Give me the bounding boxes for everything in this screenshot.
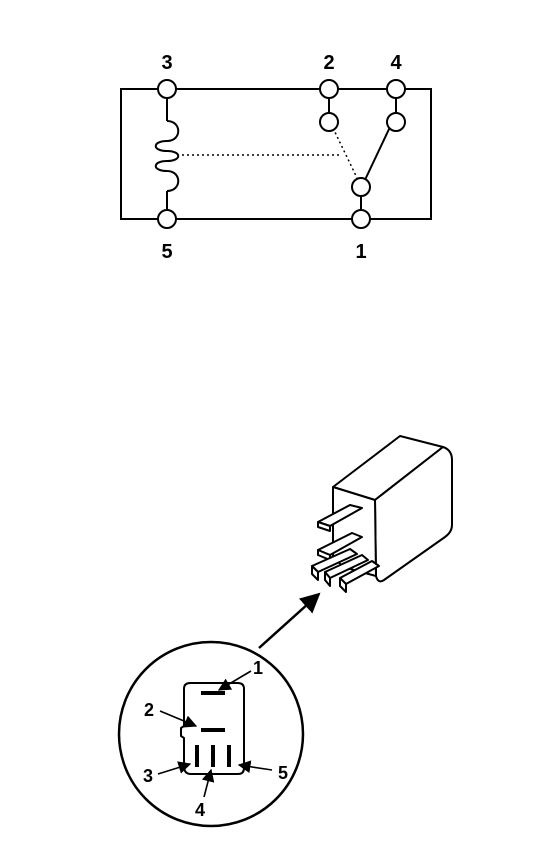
relay-body-drawing: [311, 435, 453, 593]
contact-2-inner: [319, 112, 339, 132]
nc-contact-dotted: [332, 127, 359, 181]
relay-housing-outline: [120, 88, 432, 220]
callout-arrow-2: [159, 710, 198, 728]
callout-label-2: 2: [144, 700, 154, 720]
terminal-3-label: 3: [161, 52, 172, 74]
callout-arrow-1: [217, 670, 252, 691]
common-contact: [351, 177, 371, 197]
terminal-4-node: [386, 79, 406, 99]
callout-label-4: 4: [195, 800, 205, 820]
relay-schematic: [120, 79, 432, 229]
callout-arrow-4: [201, 768, 215, 798]
contact-4-inner: [386, 112, 406, 132]
terminal-2-node: [319, 79, 339, 99]
callout-label-5: 5: [278, 763, 288, 783]
terminal-2-label: 2: [323, 52, 334, 74]
terminal-3-node: [157, 79, 177, 99]
magnified-terminal-view: [117, 640, 305, 828]
view-pointer-arrow: [258, 592, 321, 649]
callout-arrow-5: [237, 760, 273, 774]
terminal-1-label: 1: [355, 241, 366, 263]
terminal-5-label: 5: [161, 241, 172, 263]
terminal-1-node: [351, 209, 371, 229]
relay-coil: [154, 120, 180, 192]
terminal-4-label: 4: [390, 52, 402, 74]
callout-label-3: 3: [143, 766, 153, 786]
callout-arrow-3: [157, 761, 192, 775]
terminal-5-node: [157, 209, 177, 229]
callout-label-1: 1: [253, 658, 263, 678]
switch-arm: [363, 126, 391, 183]
